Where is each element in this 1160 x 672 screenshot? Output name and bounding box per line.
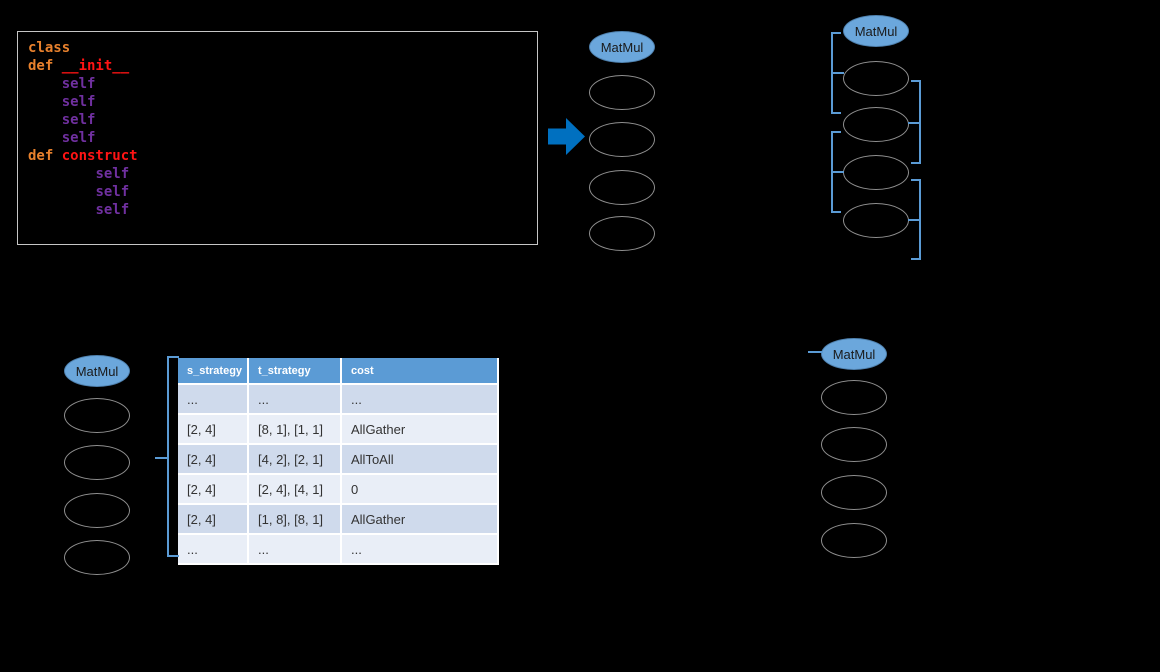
strategy-node: [821, 474, 887, 510]
table-cell: AllGather: [341, 414, 499, 445]
table-row: [2, 4][8, 1], [1, 1]AllGather: [178, 414, 499, 445]
column-header: cost: [341, 358, 499, 385]
strategy-node: [843, 60, 909, 96]
table-cell: [2, 4]: [178, 414, 249, 445]
code-token: self: [61, 130, 96, 146]
table-cell: [2, 4], [4, 1]: [248, 474, 342, 505]
code-line: def __init__: [28, 57, 138, 75]
code-line: self: [28, 93, 138, 111]
table-bracket: [155, 356, 179, 557]
transform-arrow-icon: [548, 118, 585, 155]
code-line: self: [28, 183, 138, 201]
strategy-node: [64, 444, 130, 480]
table-cell: [4, 2], [2, 1]: [248, 444, 342, 475]
table-cell: ...: [248, 384, 342, 415]
code-line: self: [28, 75, 138, 93]
code-token: [28, 94, 62, 110]
table-row: [2, 4][1, 8], [8, 1]AllGather: [178, 504, 499, 535]
code-line: class: [28, 39, 138, 57]
strategy-node: [821, 379, 887, 415]
group-bracket-right-1: [908, 80, 921, 164]
table-cell: 0: [341, 474, 499, 505]
code-token: [28, 130, 62, 146]
strategy-node: [843, 106, 909, 142]
code-token: [28, 202, 95, 218]
table-row: [2, 4][2, 4], [4, 1]0: [178, 474, 499, 505]
column-header: s_strategy: [178, 358, 249, 385]
matmul-node: MatMul: [821, 338, 887, 370]
table-cell: ...: [341, 384, 499, 415]
code-token: __init__: [61, 58, 130, 74]
matmul-node: MatMul: [843, 15, 909, 47]
strategy-node: [589, 121, 655, 157]
strategy-node: [64, 492, 130, 528]
code-token: self: [61, 76, 96, 92]
code-token: [28, 76, 62, 92]
code-token: def: [28, 148, 62, 164]
table-cell: [2, 4]: [178, 474, 249, 505]
strategy-node: [843, 202, 909, 238]
code-token: self: [95, 202, 130, 218]
code-line: self: [28, 201, 138, 219]
code-token: [28, 184, 95, 200]
matmul-node: MatMul: [589, 31, 655, 63]
code-token: def: [28, 58, 62, 74]
table-row: [2, 4][4, 2], [2, 1]AllToAll: [178, 444, 499, 475]
table-cell: AllGather: [341, 504, 499, 535]
table-cell: ...: [248, 534, 342, 565]
group-bracket-right-2: [908, 179, 921, 260]
strategy-node: [589, 169, 655, 205]
strategy-node: [589, 74, 655, 110]
code-line: self: [28, 111, 138, 129]
table-cell: ...: [178, 534, 249, 565]
table-cell: ...: [341, 534, 499, 565]
table-cell: [2, 4]: [178, 444, 249, 475]
table-cell: [8, 1], [1, 1]: [248, 414, 342, 445]
strategy-node: [821, 522, 887, 558]
code-token: self: [61, 94, 96, 110]
code-line: self: [28, 129, 138, 147]
strategy-node: [64, 539, 130, 575]
matmul-node: MatMul: [64, 355, 130, 387]
code-token: [28, 166, 95, 182]
code-token: self: [95, 166, 130, 182]
column-header: t_strategy: [248, 358, 342, 385]
strategy-node: [589, 215, 655, 251]
strategy-node: [64, 397, 130, 433]
code-token: self: [95, 184, 130, 200]
table-row: .........: [178, 384, 499, 415]
code-token: [28, 112, 62, 128]
code-line: self: [28, 165, 138, 183]
code-line: def construct: [28, 147, 138, 165]
table-cell: [1, 8], [8, 1]: [248, 504, 342, 535]
table-cell: [2, 4]: [178, 504, 249, 535]
strategy-node: [843, 154, 909, 190]
strategy-node: [821, 426, 887, 462]
table-row: .........: [178, 534, 499, 565]
group-bracket-left-1: [831, 32, 844, 114]
code-token: class: [28, 40, 71, 56]
code-token: self: [61, 112, 96, 128]
table-cell: AllToAll: [341, 444, 499, 475]
code-token: construct: [61, 148, 138, 164]
table-cell: ...: [178, 384, 249, 415]
